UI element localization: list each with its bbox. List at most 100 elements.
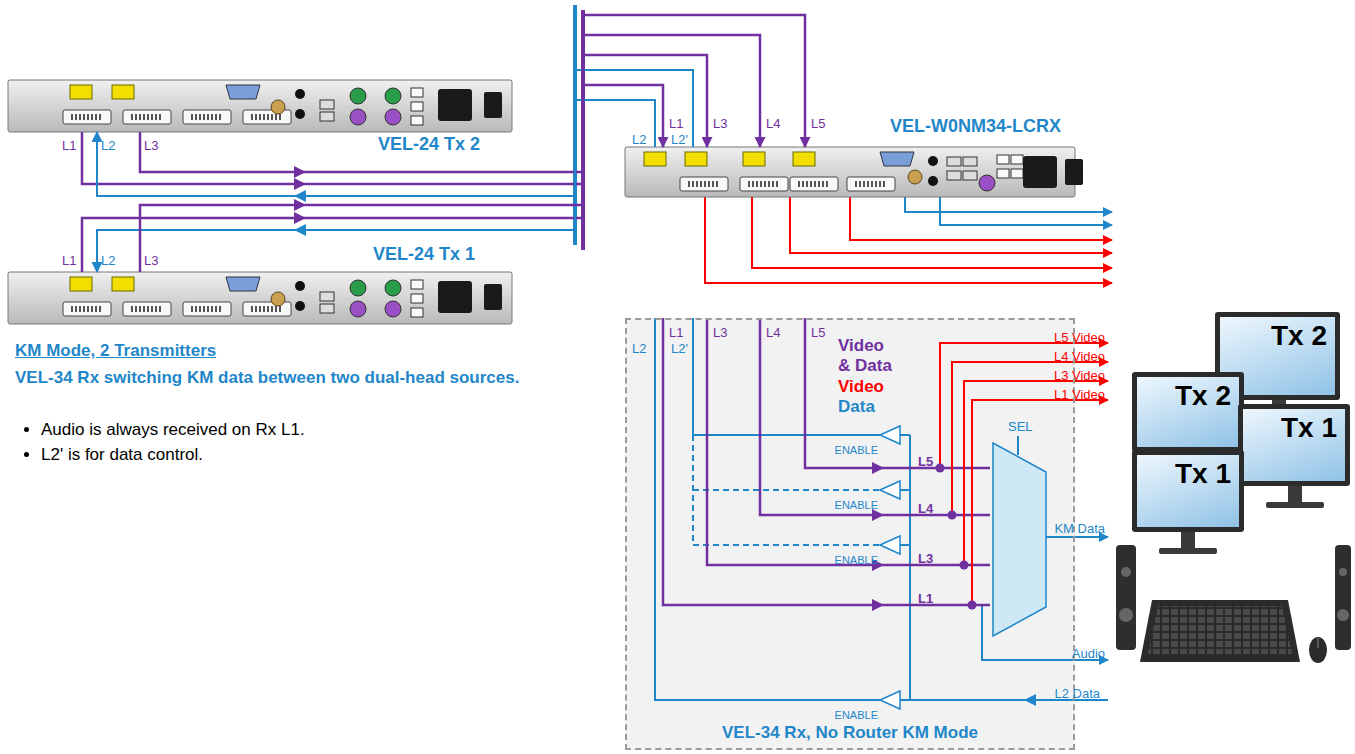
device-panel <box>708 181 710 187</box>
monitor-screen: Tx 2 <box>1132 372 1244 452</box>
device-panel <box>748 181 750 187</box>
data-wire <box>693 544 880 546</box>
subheading: VEL-34 Rx switching KM data between two … <box>15 368 519 388</box>
device-panel <box>219 114 221 120</box>
device-panel <box>875 181 877 187</box>
signal-label: L4 Video <box>1054 349 1105 365</box>
device-panel <box>855 181 857 187</box>
note-list: Audio is always received on Rx L1.L2' is… <box>15 418 305 467</box>
device-panel <box>350 280 366 296</box>
device-panel <box>867 181 869 187</box>
device-panel <box>63 110 111 124</box>
keyboard <box>1140 600 1300 662</box>
data-wire <box>900 435 910 545</box>
device-panel <box>411 294 423 303</box>
device-panel <box>644 152 666 166</box>
monitor-stand <box>1159 548 1217 554</box>
device-panel <box>320 100 334 109</box>
receiver-ground <box>625 318 1075 750</box>
fiber-link <box>97 100 655 272</box>
device-panel <box>806 181 808 187</box>
signal-label: L3 Video <box>1054 368 1105 384</box>
device-panel <box>95 306 97 312</box>
device-panel <box>70 277 92 291</box>
device-panel <box>818 181 820 187</box>
speaker <box>1121 567 1131 577</box>
device-panel <box>704 181 706 187</box>
device-panel <box>295 109 305 119</box>
speaker <box>1119 608 1133 622</box>
usb-data-wire <box>905 197 1112 212</box>
device-panel <box>385 88 401 104</box>
node-title: VEL-W0NM34-LCRX <box>890 116 1061 138</box>
junction-dot <box>948 511 957 520</box>
device-panel <box>484 92 502 118</box>
device-panel <box>263 114 265 120</box>
device-panel <box>99 114 101 120</box>
fiber-link <box>140 55 707 272</box>
receiver-panel: VEL-W0NM34-LCRX <box>625 147 1075 197</box>
transmitter-panel: VEL-24 Tx 1 <box>8 272 512 324</box>
device-panel <box>155 114 157 120</box>
device-panel <box>879 181 881 187</box>
device-panel <box>847 177 895 191</box>
signal-label: ENABLE <box>835 709 878 722</box>
device-panel <box>83 306 85 312</box>
device-panel <box>259 114 261 120</box>
device-panel <box>271 292 285 306</box>
device-panel <box>211 306 213 312</box>
device-panel <box>625 147 1083 197</box>
device-panel <box>255 306 257 312</box>
device-panel <box>484 284 502 310</box>
signal-label: ENABLE <box>835 554 878 567</box>
video-data-wire <box>760 318 990 515</box>
video-output-wire <box>705 197 1112 283</box>
device-panel <box>91 306 93 312</box>
device-panel <box>625 147 1075 197</box>
device-panel <box>135 114 137 120</box>
device-panel <box>438 89 472 121</box>
flow-arrow <box>872 462 884 611</box>
video-output-wire <box>705 197 1112 283</box>
data-wire <box>693 489 880 491</box>
data-wire <box>1017 436 1019 455</box>
device-panel <box>863 181 865 187</box>
usb-data-wire <box>905 197 1112 225</box>
device-panel <box>259 306 261 312</box>
device-panel <box>790 177 838 191</box>
signal-label: Audio <box>1072 646 1105 662</box>
usb-data-wire <box>940 197 1112 225</box>
signal-label: L2 <box>101 138 115 154</box>
signal-label: ENABLE <box>835 499 878 512</box>
device-panel <box>8 272 512 324</box>
node-title: Tx 1 <box>1175 457 1231 491</box>
device-panel <box>95 114 97 120</box>
fiber-link <box>97 70 693 196</box>
device-panel <box>79 114 81 120</box>
device-panel <box>1023 156 1057 188</box>
device-panel <box>295 301 305 311</box>
signal-label: L5 <box>918 454 933 470</box>
device-panel <box>871 181 873 187</box>
mux-outline <box>993 443 1046 636</box>
device-panel <box>810 181 812 187</box>
device-panel <box>997 169 1009 178</box>
device-panel <box>8 80 512 132</box>
device-panel <box>438 281 472 313</box>
device-panel <box>385 280 401 296</box>
device-panel <box>752 181 754 187</box>
device-panel <box>147 114 149 120</box>
signal-label: L1 <box>62 138 76 154</box>
device-panel <box>215 306 217 312</box>
device-panel <box>155 306 157 312</box>
monitor-screen: Tx 1 <box>1132 450 1244 532</box>
device-panel <box>802 181 804 187</box>
signal-label: L3 <box>918 551 933 567</box>
device-panel <box>219 306 221 312</box>
device-panel <box>63 302 111 316</box>
signal-label: L1 <box>918 591 933 607</box>
signal-label: L1 <box>669 116 683 132</box>
node-title: Tx 1 <box>1281 411 1337 445</box>
device-panel <box>928 156 938 166</box>
